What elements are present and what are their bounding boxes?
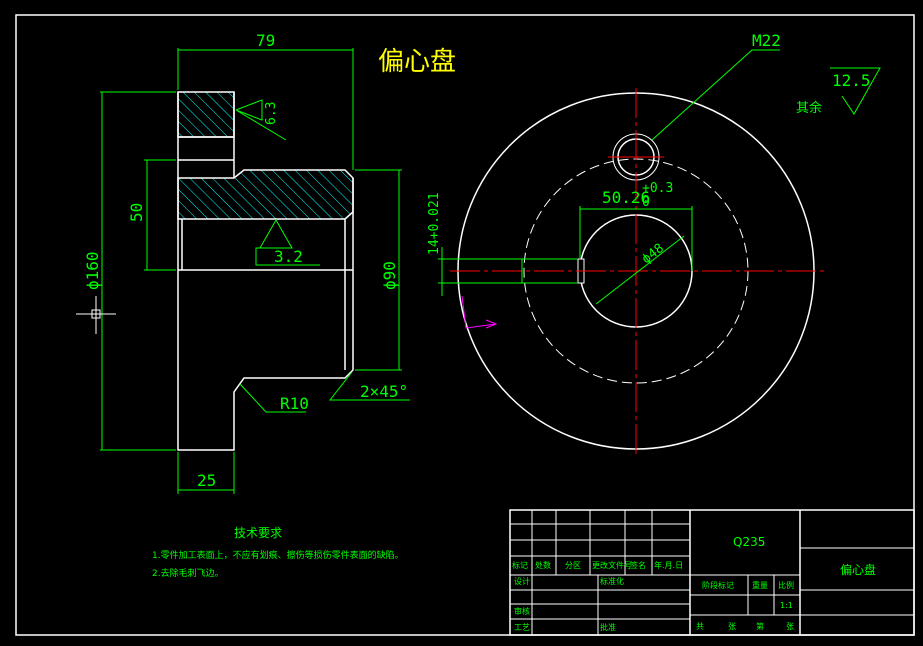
dim-dia-90: ϕ90 — [380, 261, 399, 290]
tb-count: 处数 — [535, 560, 551, 570]
drawing-border — [15, 14, 915, 636]
dim-keyway-width: 14+0.021 — [427, 192, 442, 255]
dim-keyway-depth: 50.26 — [602, 188, 650, 207]
ucs-icon — [461, 295, 497, 329]
tb-process: 工艺 — [514, 623, 530, 632]
dim-chamfer: 2×45° — [360, 382, 408, 401]
tb-design: 设计 — [514, 576, 530, 586]
tech-req-item-2: 2.去除毛刺飞边。 — [152, 567, 224, 579]
part-title: 偏心盘 — [378, 47, 456, 77]
tech-req-item-1: 1.零件加工表面上，不应有划痕、擦伤等损伤零件表面的缺陷。 — [152, 549, 404, 561]
section-outline — [177, 92, 354, 451]
thread-leader — [651, 49, 780, 141]
radius-leader — [239, 383, 306, 413]
tech-req-heading: 技术要求 — [234, 526, 282, 540]
roughness-rest-label: 其余 — [796, 100, 822, 116]
chamfer-leader — [328, 371, 410, 401]
tb-date: 年.月.日 — [654, 560, 683, 570]
tb-mark: 标记 — [512, 560, 528, 570]
tb-no: 第 — [756, 621, 764, 631]
dim-bore-48: ϕ48 — [639, 241, 667, 267]
tb-scale: 1:1 — [780, 601, 793, 610]
dim-width-79: 79 — [256, 31, 275, 50]
bore-leader — [595, 235, 685, 305]
title-block-text: Q235 偏心盘 标记 处数 分区 更改文件号 签名 年.月.日 设计 标准化 … — [512, 535, 876, 632]
tb-sheet2: 张 — [786, 622, 794, 631]
tb-standardize: 标准化 — [600, 576, 624, 586]
title-block-frame — [509, 509, 915, 636]
section-view: 79 ϕ160 50 ϕ90 25 R10 2×45° 6.3 3.2 — [76, 31, 410, 494]
tb-change-doc: 更改文件号 — [592, 560, 632, 570]
roughness-6-3: 6.3 — [264, 102, 279, 125]
tb-signature: 签名 — [630, 560, 646, 570]
tb-part-name: 偏心盘 — [840, 562, 876, 577]
tb-approve: 批准 — [600, 622, 616, 632]
hatch-hub — [177, 169, 354, 220]
roughness-symbol — [255, 218, 320, 266]
tb-material: Q235 — [733, 535, 765, 549]
roughness-symbol — [830, 67, 881, 115]
roughness-symbol — [235, 99, 287, 141]
tb-weight: 重量 — [752, 580, 768, 590]
title-block — [509, 509, 915, 636]
tb-total: 共 — [696, 622, 704, 631]
dim-radius-r10: R10 — [280, 394, 309, 413]
tb-ratio: 比例 — [778, 580, 794, 590]
ucs-arrow — [485, 319, 498, 329]
front-view: M22 50.26 +0.3 0 14+0.021 ϕ48 其余 12.5 — [427, 31, 881, 456]
dim-keyway-tol-upper: +0.3 — [642, 181, 673, 196]
technical-requirements: 技术要求 1.零件加工表面上，不应有划痕、擦伤等损伤零件表面的缺陷。 2.去除毛… — [152, 526, 404, 579]
dim-keyway-tol-lower: 0 — [642, 195, 650, 210]
dim-height-50: 50 — [127, 203, 146, 222]
dim-base-25: 25 — [197, 471, 216, 490]
tb-zone: 分区 — [565, 561, 581, 570]
tb-stage-mark: 阶段标记 — [702, 580, 734, 590]
thread-m22: M22 — [752, 31, 781, 50]
roughness-12-5: 12.5 — [832, 71, 871, 90]
tb-review: 审核 — [514, 606, 530, 616]
cursor-box — [91, 309, 101, 319]
tb-sheets: 张 — [728, 622, 736, 631]
roughness-3-2: 3.2 — [274, 247, 303, 266]
hatch-top-rim — [177, 91, 235, 138]
dim-dia-160: ϕ160 — [83, 251, 102, 290]
